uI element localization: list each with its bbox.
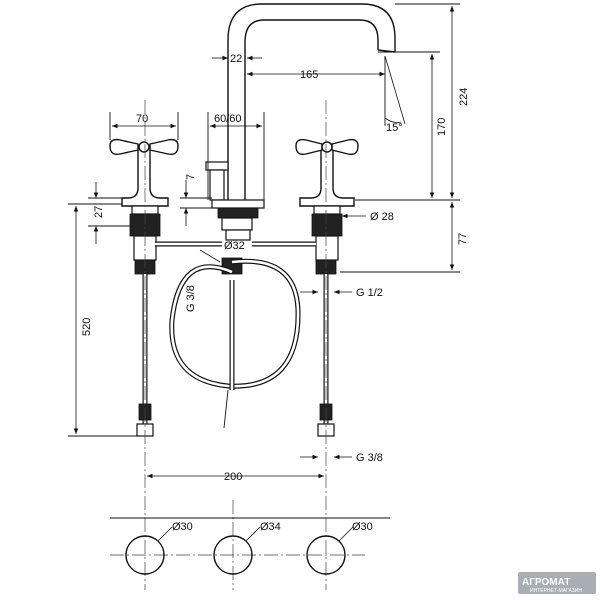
dim-diameter-32: Ø32 (224, 240, 245, 252)
dim-170: 170 (436, 118, 448, 136)
dim-7: 7 (185, 174, 197, 180)
dim-g38-hose: G 3/8 (185, 285, 197, 312)
dim-165: 165 (300, 69, 318, 81)
dimension-lines (68, 3, 460, 479)
dim-hole-30-left: Ø30 (172, 521, 193, 533)
dim-77: 77 (457, 233, 469, 245)
dim-g38-supply: G 3/8 (356, 452, 383, 464)
dim-224: 224 (458, 88, 470, 106)
right-cross-handle (295, 138, 359, 275)
dim-520: 520 (81, 318, 93, 336)
watermark-brand: АГРОМАТ (522, 577, 570, 588)
dim-70: 70 (136, 113, 148, 125)
spout (205, 3, 396, 275)
left-cross-handle (109, 138, 179, 275)
dimension-labels: 22 165 224 70 60/60 15° 170 7 27 Ø 28 77… (81, 53, 470, 533)
watermark: АГРОМАТ ИНТЕРНЕТ-МАГАЗИН (518, 572, 596, 594)
dim-hole-34: Ø34 (260, 521, 281, 533)
dim-22: 22 (230, 53, 242, 65)
center-lines (110, 100, 390, 590)
hole-right (306, 535, 346, 575)
dim-15-deg: 15° (386, 122, 403, 134)
mounting-holes (125, 526, 354, 575)
spout-base (211, 199, 265, 209)
dim-200: 200 (224, 471, 242, 483)
dim-diameter-28: Ø 28 (370, 211, 394, 223)
lever-handle (205, 161, 229, 171)
dim-g12: G 1/2 (356, 287, 383, 299)
dim-60-60: 60/60 (214, 113, 242, 125)
supply-lines (136, 274, 335, 437)
dim-hole-30-right: Ø30 (352, 521, 373, 533)
watermark-tagline: ИНТЕРНЕТ-МАГАЗИН (530, 588, 582, 594)
hole-center (213, 535, 253, 575)
dim-27: 27 (93, 206, 105, 218)
connection-hoses (155, 241, 316, 429)
hole-left (125, 535, 165, 575)
